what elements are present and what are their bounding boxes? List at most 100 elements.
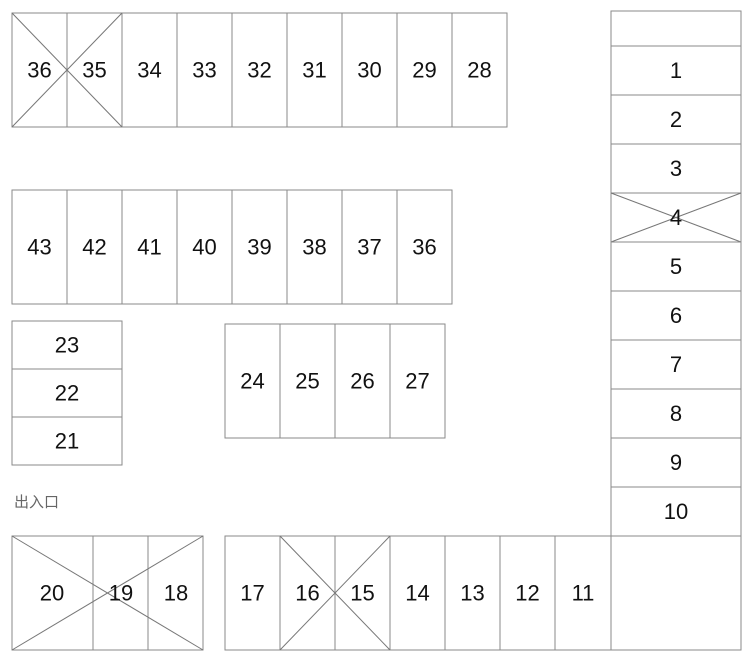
space-outline	[396, 189, 453, 305]
space-outline	[610, 241, 742, 292]
space-outline	[121, 189, 178, 305]
unavailable-cross-line	[610, 192, 742, 243]
space-outline	[610, 94, 742, 145]
space-outline	[396, 12, 453, 128]
space-number: 3	[670, 156, 682, 181]
space-outline	[176, 189, 233, 305]
space-number: 29	[412, 58, 436, 83]
space-outline	[11, 320, 123, 370]
unavailable-cross-line	[11, 12, 123, 128]
space-number: 21	[55, 429, 79, 454]
unavailable-cross-line	[11, 535, 204, 651]
parking-space-bottom_left-1	[92, 535, 149, 651]
space-outline	[11, 416, 123, 466]
parking-space-right_column-2	[610, 94, 742, 145]
space-outline	[389, 535, 446, 651]
parking-space-right_column-8	[610, 388, 742, 439]
parking-space-second-0	[11, 189, 68, 305]
parking-space-bottom_right-3	[389, 535, 446, 651]
unavailable-cross-line	[279, 535, 391, 651]
space-number: 8	[670, 401, 682, 426]
parking-space-top-2	[121, 12, 178, 128]
parking-space-second-1	[66, 189, 123, 305]
space-outline	[451, 12, 508, 128]
parking-space-top-7	[396, 12, 453, 128]
space-number: 26	[350, 369, 374, 394]
space-outline	[334, 535, 391, 651]
parking-space-bottom_right-4	[444, 535, 501, 651]
space-outline	[11, 12, 68, 128]
space-number: 10	[664, 499, 688, 524]
parking-space-second-5	[286, 189, 343, 305]
parking-space-middle-3	[389, 323, 446, 439]
space-outline	[231, 189, 288, 305]
space-outline	[286, 12, 343, 128]
space-outline	[279, 323, 336, 439]
parking-space-second-6	[341, 189, 398, 305]
space-number: 7	[670, 352, 682, 377]
space-number: 6	[670, 303, 682, 328]
space-outline	[286, 189, 343, 305]
space-number: 36	[412, 235, 436, 260]
space-outline	[610, 535, 742, 651]
space-number: 19	[109, 581, 133, 606]
space-outline	[224, 323, 281, 439]
space-number: 18	[164, 581, 188, 606]
parking-space-top-1	[66, 12, 123, 128]
parking-space-right_column-7	[610, 339, 742, 390]
parking-space-left_stack-0	[11, 320, 123, 370]
space-number: 30	[357, 58, 381, 83]
space-number: 4	[670, 205, 682, 230]
space-outline	[176, 12, 233, 128]
space-number: 17	[240, 581, 264, 606]
parking-space-right_column-3	[610, 143, 742, 194]
space-outline	[610, 45, 742, 96]
space-number: 1	[670, 58, 682, 83]
space-outline	[92, 535, 149, 651]
space-number: 36	[27, 58, 51, 83]
space-number: 23	[55, 333, 79, 358]
parking-space-bottom_left-0	[11, 535, 94, 651]
space-outline	[147, 535, 204, 651]
parking-space-middle-2	[334, 323, 391, 439]
space-number: 20	[40, 581, 64, 606]
space-number: 24	[240, 369, 264, 394]
space-number: 9	[670, 450, 682, 475]
space-number: 35	[82, 58, 106, 83]
parking-space-bottom_right-0	[224, 535, 281, 651]
space-number: 32	[247, 58, 271, 83]
space-number: 15	[350, 581, 374, 606]
space-outline	[389, 323, 446, 439]
space-number: 42	[82, 235, 106, 260]
space-outline	[66, 12, 123, 128]
space-outline	[610, 143, 742, 194]
space-number: 12	[515, 581, 539, 606]
space-number: 28	[467, 58, 491, 83]
parking-space-bottom_right-2	[334, 535, 391, 651]
space-outline	[610, 437, 742, 488]
parking-space-top-5	[286, 12, 343, 128]
parking-space-right_column-10	[610, 486, 742, 537]
space-number: 37	[357, 235, 381, 260]
space-outline	[11, 535, 94, 651]
parking-space-right_column-1	[610, 45, 742, 96]
parking-space-right_column-9	[610, 437, 742, 488]
parking-space-second-7	[396, 189, 453, 305]
space-outline	[610, 339, 742, 390]
space-number: 22	[55, 381, 79, 406]
parking-space-top-6	[341, 12, 398, 128]
space-number: 14	[405, 581, 429, 606]
space-outline	[224, 535, 281, 651]
space-outline	[610, 388, 742, 439]
parking-space-right_column-5	[610, 241, 742, 292]
parking-space-middle-0	[224, 323, 281, 439]
parking-space-right_column-0	[610, 10, 742, 47]
parking-space-left_stack-2	[11, 416, 123, 466]
space-outline	[334, 323, 391, 439]
entrance-label: 出入口	[14, 493, 59, 511]
space-outline	[341, 189, 398, 305]
space-number: 5	[670, 254, 682, 279]
space-number: 11	[572, 581, 595, 606]
space-outline	[610, 10, 742, 47]
